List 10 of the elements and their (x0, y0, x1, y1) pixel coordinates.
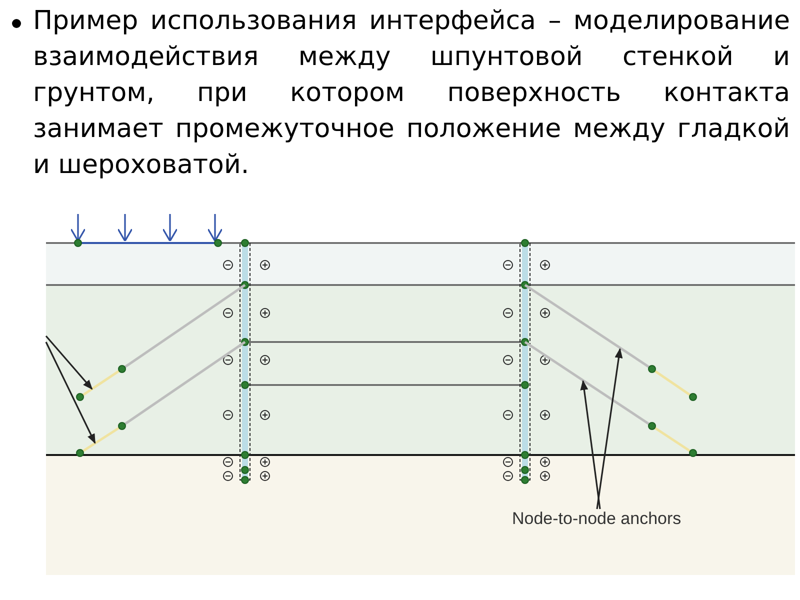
callout-text: Node-to-node anchors (512, 508, 682, 530)
arrow (45, 342, 96, 444)
anchor-drawing (76, 284, 246, 401)
anchor-drawing (524, 340, 697, 457)
paragraph: Пример использования интерфейса – моделирование взаимодействия между шпунтовой стенкой и грунтом, при котором поверхность контакта занимает промежуточное положение между гладкой и шероховатой. (33, 5, 790, 182)
anchor-drawing (76, 340, 246, 457)
arrow (45, 335, 93, 390)
leader-line (596, 348, 623, 510)
leader-line (580, 380, 601, 510)
anchor-drawing (524, 284, 697, 401)
